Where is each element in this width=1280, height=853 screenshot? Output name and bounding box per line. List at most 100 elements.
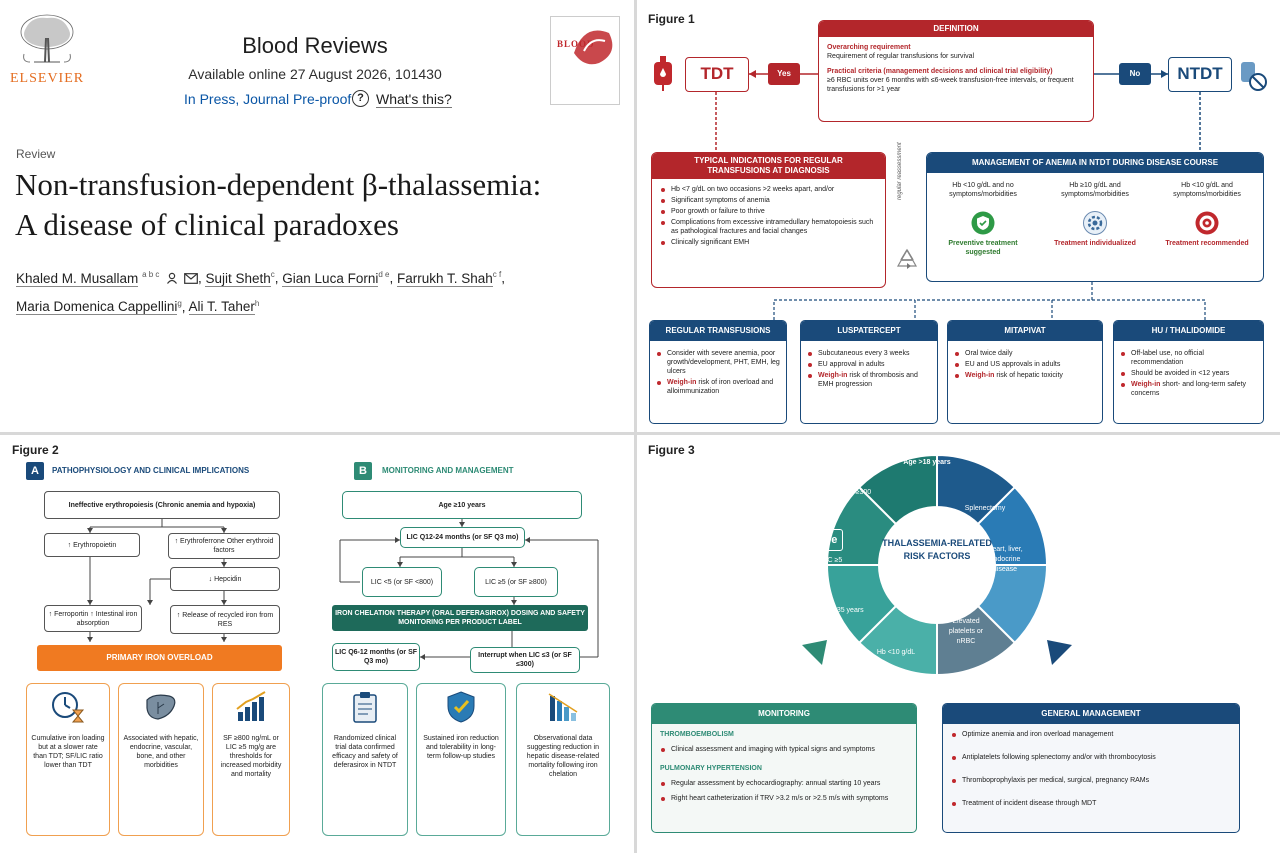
management-item: Thromboprophylaxis per medical, surgical…: [951, 776, 1231, 785]
segment-label: Hb <10 g/dL: [876, 649, 916, 656]
author-link[interactable]: Khaled M. Musallam: [16, 270, 139, 287]
definition-box: DEFINITION Overarching requirement Requi…: [818, 20, 1094, 122]
option-item: Off-label use, no official recommendatio…: [1120, 349, 1257, 367]
recycle-icon: [893, 246, 921, 274]
iron-chelation-banner: IRON CHELATION THERAPY (ORAL DEFERASIROX…: [332, 605, 588, 631]
shield-check-icon: [971, 211, 995, 235]
weigh-text: short- and long-term safety concerns: [1131, 381, 1247, 397]
ring-segments: [825, 453, 1049, 677]
author-affiliation[interactable]: c f: [492, 270, 502, 279]
iron-fe-icon: Fe: [819, 529, 843, 551]
option-card: MITAPIVAT Oral twice daily EU and US app…: [947, 320, 1103, 424]
weigh-in-label: Weigh-in: [965, 372, 995, 379]
panel-a-title: PATHOPHYSIOLOGY AND CLINICAL IMPLICATION…: [52, 466, 250, 475]
risk-factor-ring: [802, 453, 1072, 677]
option-title: LUSPATERCEPT: [801, 321, 937, 341]
lic-below-5-node: LIC <5 (or SF <800): [362, 567, 442, 597]
management-item: Treatment of incident disease through MD…: [951, 799, 1231, 808]
author-link[interactable]: Gian Luca Forni: [282, 270, 379, 287]
ring-center-title: THALASSEMIA-RELATED RISK FACTORS: [882, 538, 992, 561]
author-affiliation[interactable]: g: [177, 298, 182, 308]
option-item: Consider with severe anemia, poor growth…: [656, 349, 780, 376]
evidence-text: Observational data suggesting reduction …: [526, 735, 600, 778]
indication-item: Clinically significant EMH: [660, 238, 877, 247]
blood-bag-icon: [651, 55, 675, 91]
right-pointer: [1047, 640, 1072, 665]
pulmonary-hypertension-title: PULMONARY HYPERTENSION: [660, 765, 762, 772]
indication-item: Significant symptoms of anemia: [660, 196, 877, 205]
available-date: Available online 27 August 2026, 101430: [188, 66, 442, 82]
shield-check-icon: [445, 690, 477, 724]
title-line-2: A disease of clinical paradoxes: [15, 207, 399, 242]
indications-title: TYPICAL INDICATIONS FOR REGULAR TRANSFUS…: [652, 153, 885, 179]
clock-hourglass-icon: [51, 690, 85, 724]
ferroportin-node: ↑ Ferroportin ↑ Intestinal iron absorpti…: [44, 605, 142, 632]
segment-label: LIC ≥5: [821, 557, 843, 564]
panel-b-letter: B: [354, 462, 372, 480]
weigh-in-label: Weigh-in: [667, 379, 697, 386]
option-title: REGULAR TRANSFUSIONS: [650, 321, 786, 341]
question-icon[interactable]: ?: [352, 90, 369, 107]
lic-above-5-node: LIC ≥5 (or SF ≥800): [474, 567, 558, 597]
evidence-card: Observational data suggesting reduction …: [516, 683, 610, 836]
monitoring-item: Regular assessment by echocardiography: …: [660, 779, 908, 788]
journal-title[interactable]: Blood Reviews: [242, 33, 388, 58]
whats-this-link[interactable]: What's this?: [376, 91, 452, 108]
reassessment-label: regular reassessment: [897, 142, 903, 200]
age-node: Age ≥10 years: [342, 491, 582, 519]
erythroferrone-node: ↑ Erythroferrone Other erythroid factors: [168, 533, 280, 559]
gear-icon: [1083, 211, 1107, 235]
monitoring-box: MONITORING THROMBOEMBOLISM Clinical asse…: [651, 703, 917, 833]
no-tag: No: [1119, 63, 1151, 85]
result-text: Treatment recommended: [1165, 240, 1249, 247]
clipboard-icon: [350, 690, 380, 724]
lic-q6-node: LIC Q6-12 months (or SF Q3 mo): [332, 643, 420, 671]
horizontal-divider: [0, 432, 1280, 435]
segment-label: Splenectomy: [964, 505, 1006, 512]
title-line-1: Non-transfusion-dependent β-thalassemia:: [15, 167, 542, 202]
interrupt-node: Interrupt when LIC ≤3 (or SF ≤300): [470, 647, 580, 673]
vertical-divider: [634, 0, 637, 853]
weigh-text: risk of iron overload and alloimmunizati…: [667, 379, 774, 395]
impact-card: SF ≥800 ng/mL or LIC ≥5 mg/g are thresho…: [212, 683, 290, 836]
author-link[interactable]: Maria Domenica Cappellini: [16, 299, 178, 315]
impact-card: Associated with hepatic, endocrine, vasc…: [118, 683, 204, 836]
evidence-text: Randomized clinical trial data confirmed…: [332, 735, 398, 769]
person-icon[interactable]: [166, 267, 178, 284]
ntdt-box: NTDT: [1168, 57, 1232, 92]
indication-item: Complications from excessive intramedull…: [660, 218, 877, 236]
hepcidin-node: ↓ Hepcidin: [170, 567, 280, 591]
weigh-text: risk of thrombosis and EMH progression: [818, 372, 918, 388]
thromboembolism-title: THROMBOEMBOLISM: [660, 731, 734, 738]
erythropoietin-node: ↑ Erythropoietin: [44, 533, 140, 557]
evidence-card: Sustained iron reduction and tolerabilit…: [416, 683, 506, 836]
option-item: Weigh-in risk of thrombosis and EMH prog…: [807, 371, 931, 389]
option-item: Should be avoided in <12 years: [1120, 369, 1257, 378]
author-affiliation[interactable]: c: [270, 270, 275, 279]
impact-text: Associated with hepatic, endocrine, vasc…: [123, 735, 199, 769]
article-title: Non-transfusion-dependent β-thalassemia:…: [15, 165, 541, 245]
management-column: Hb <10 g/dL and symptoms/morbidities Tre…: [1151, 181, 1263, 257]
weigh-in-label: Weigh-in: [1131, 381, 1161, 388]
journal-cover[interactable]: BLOOD: [550, 16, 620, 105]
figure-label: Figure 2: [12, 443, 59, 457]
author-link[interactable]: Ali T. Taher: [188, 299, 255, 315]
evidence-text: Sustained iron reduction and tolerabilit…: [423, 735, 499, 760]
author-affiliation[interactable]: a b c: [142, 270, 160, 279]
criteria-title: Practical criteria (management decisions…: [827, 68, 1053, 75]
primary-iron-overload-banner: PRIMARY IRON OVERLOAD: [37, 645, 282, 671]
weigh-text: risk of hepatic toxicity: [996, 372, 1063, 379]
management-column: Hb ≥10 g/dL and symptoms/morbidities Tre…: [1039, 181, 1151, 257]
impact-card: Cumulative iron loading but at a slower …: [26, 683, 110, 836]
author-link[interactable]: Farrukh T. Shah: [396, 270, 493, 287]
email-icon[interactable]: [184, 267, 198, 284]
author-link[interactable]: Sujit Sheth: [205, 270, 271, 287]
management-item: Optimize anemia and iron overload manage…: [951, 730, 1231, 739]
option-item: Weigh-in risk of hepatic toxicity: [954, 371, 1096, 380]
publisher-name: ELSEVIER: [10, 71, 85, 86]
author-affiliation[interactable]: d e: [378, 270, 390, 279]
author-affiliation[interactable]: h: [254, 298, 260, 308]
option-card: REGULAR TRANSFUSIONS Consider with sever…: [649, 320, 787, 424]
evidence-card: Randomized clinical trial data confirmed…: [322, 683, 408, 836]
option-title: HU / THALIDOMIDE: [1114, 321, 1263, 341]
